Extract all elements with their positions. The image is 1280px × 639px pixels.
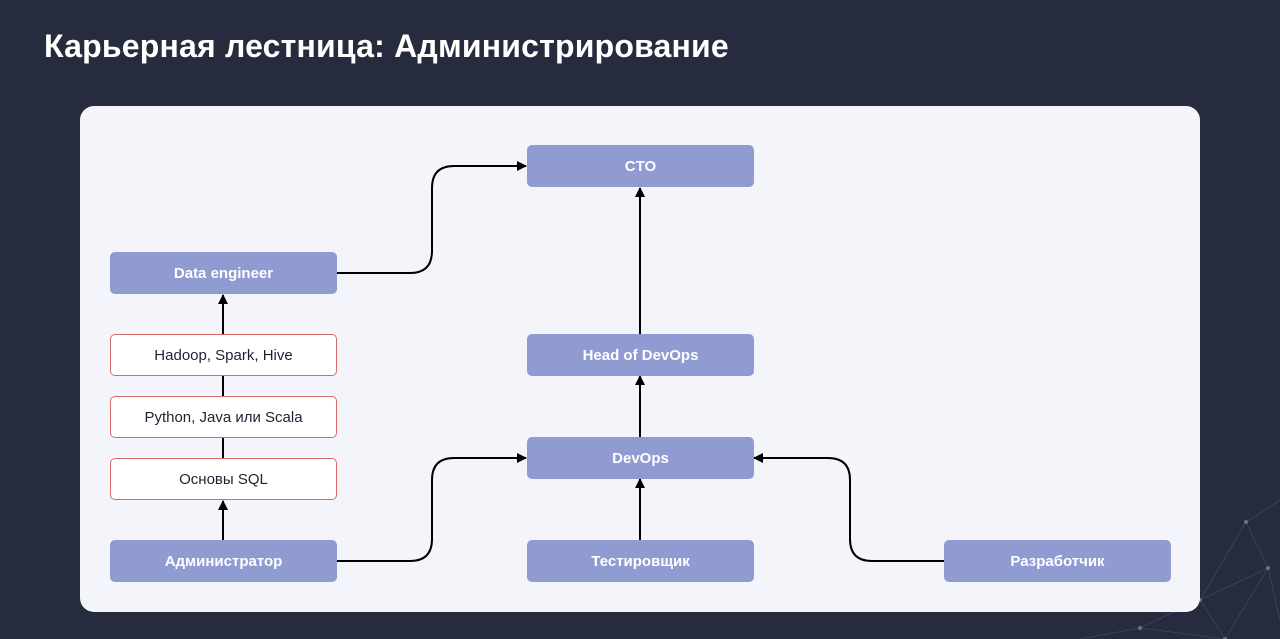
diagram-connectors: [218, 161, 944, 562]
skill-python-java-scala: Python, Java или Scala: [110, 396, 337, 438]
node-administrator: Администратор: [110, 540, 337, 582]
arrow-developer-to-devops: [753, 453, 944, 562]
page-title: Карьерная лестница: Администрирование: [44, 28, 729, 64]
node-cto: CTO: [527, 145, 754, 187]
skill-sql-basics: Основы SQL: [110, 458, 337, 500]
node-data-engineer: Data engineer: [110, 252, 337, 294]
arrow-administrator-to-devops: [337, 453, 527, 562]
node-tester: Тестировщик: [527, 540, 754, 582]
node-devops: DevOps: [527, 437, 754, 479]
node-developer: Разработчик: [944, 540, 1171, 582]
skill-hadoop-spark-hive: Hadoop, Spark, Hive: [110, 334, 337, 376]
arrow-data-engineer-to-cto: [337, 161, 527, 274]
career-ladder-diagram: CTO Data engineer Hadoop, Spark, Hive Py…: [80, 106, 1200, 612]
node-head-of-devops: Head of DevOps: [527, 334, 754, 376]
